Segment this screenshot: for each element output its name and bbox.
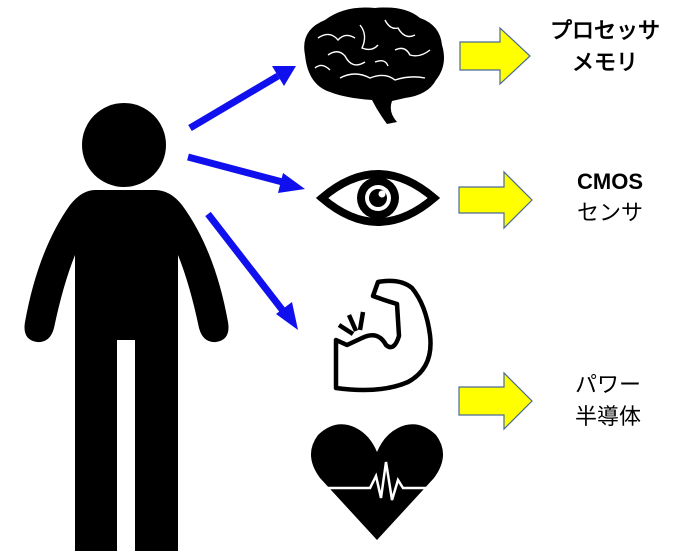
label-line: 半導体 — [574, 405, 641, 430]
eye-icon — [315, 170, 441, 226]
yellow-arrow-2 — [458, 170, 533, 230]
label-line: CMOS — [577, 169, 643, 194]
label-line: メモリ — [571, 51, 638, 76]
label-cmos-sensor: CMOS センサ — [540, 166, 680, 230]
label-line: プロセッサ — [549, 19, 660, 44]
brain-icon — [304, 7, 444, 124]
blue-arrow-to-muscle — [205, 211, 298, 330]
label-line: センサ — [576, 201, 643, 226]
person-icon — [24, 103, 229, 551]
blue-arrow-to-brain — [188, 66, 296, 132]
label-processor-memory: プロセッサ メモリ — [535, 16, 675, 80]
heart-icon — [310, 424, 444, 540]
yellow-arrow-1 — [459, 26, 531, 86]
label-line: パワー — [574, 373, 641, 398]
yellow-arrow-3 — [458, 371, 533, 431]
blue-arrow-to-eye — [187, 153, 305, 193]
muscle-icon — [333, 278, 433, 393]
label-power-semiconductor: パワー 半導体 — [538, 370, 678, 434]
